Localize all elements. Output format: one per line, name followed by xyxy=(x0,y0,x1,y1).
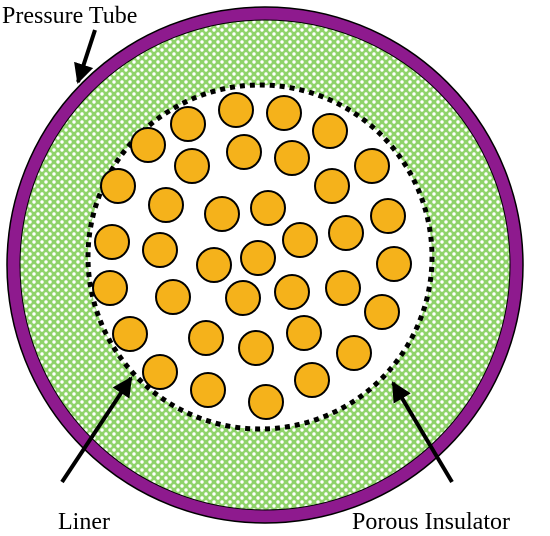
fuel-pellet xyxy=(196,247,232,283)
fuel-pellet xyxy=(92,270,128,306)
fuel-pellet xyxy=(376,246,412,282)
fuel-pellet xyxy=(336,335,372,371)
fuel-pellet xyxy=(188,320,224,356)
fuel-pellet xyxy=(325,270,361,306)
fuel-pellet xyxy=(312,113,348,149)
fuel-pellet xyxy=(250,190,286,226)
fuel-pellet xyxy=(226,134,262,170)
porous-insulator-arrow xyxy=(391,381,454,484)
fuel-pellet xyxy=(274,140,310,176)
pellets-group xyxy=(92,92,412,420)
porous-insulator-label: Porous Insulator xyxy=(352,509,510,535)
fuel-pellet xyxy=(238,330,274,366)
fuel-pellet xyxy=(204,196,240,232)
fuel-pellet xyxy=(155,279,191,315)
fuel-pellet xyxy=(294,362,330,398)
fuel-pellet xyxy=(100,168,136,204)
fuel-pellet xyxy=(266,95,302,131)
fuel-pellet xyxy=(142,232,178,268)
fuel-pellet xyxy=(94,224,130,260)
fuel-pellet xyxy=(148,187,184,223)
fuel-pellet xyxy=(370,198,406,234)
fuel-pellet xyxy=(142,354,178,390)
fuel-pellet xyxy=(364,294,400,330)
fuel-pellet xyxy=(240,240,276,276)
liner-arrow xyxy=(60,376,133,484)
fuel-pellet xyxy=(314,168,350,204)
pressure-tube-label: Pressure Tube xyxy=(2,3,138,29)
fuel-pellet xyxy=(328,215,364,251)
liner-dotted-circle xyxy=(85,82,435,432)
pressure-tube-arrow xyxy=(74,29,97,84)
fuel-pellet xyxy=(248,384,284,420)
fuel-pellet xyxy=(112,316,148,352)
fuel-pellet xyxy=(170,106,206,142)
fuel-pellet xyxy=(225,280,261,316)
fuel-pellet xyxy=(354,148,390,184)
fuel-pellet xyxy=(218,92,254,128)
fuel-pellet xyxy=(174,148,210,184)
fuel-pellet xyxy=(286,315,322,351)
liner-label: Liner xyxy=(58,509,110,535)
fuel-pellet xyxy=(190,372,226,408)
fuel-pellet xyxy=(274,274,310,310)
fuel-pellet xyxy=(282,222,318,258)
fuel-pellet xyxy=(130,127,166,163)
